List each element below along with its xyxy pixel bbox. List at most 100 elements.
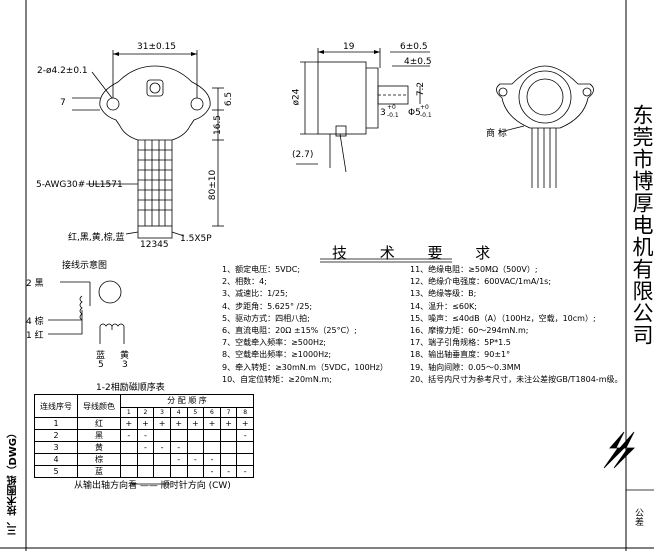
row-cell: + bbox=[153, 417, 171, 430]
row-cell bbox=[169, 429, 188, 442]
dim-dia24: ø24 bbox=[291, 88, 302, 106]
sequence-caption: 1-2相励磁顺序表 bbox=[96, 383, 165, 393]
row-cell bbox=[203, 441, 221, 454]
row-cell: + bbox=[120, 417, 138, 430]
dim-lead-length: 80±10 bbox=[208, 169, 219, 201]
table-header-distribution: 分 配 顺 序 bbox=[120, 394, 254, 408]
row-seq: 5 bbox=[34, 465, 78, 478]
dim-19: 19 bbox=[343, 42, 355, 52]
spec-item: 1、额定电压：5VDC; bbox=[222, 265, 301, 274]
wire-5-color: 蓝 bbox=[96, 351, 106, 361]
spec-item: 20、括号内尺寸为参考尺寸，未注公差按GB/T1804-m级。 bbox=[410, 374, 623, 384]
spec-item: 17、端子引角规格：5P*1.5 bbox=[410, 338, 511, 348]
dim-dia5-tol-top: +0 bbox=[420, 104, 429, 111]
dim-4: 4±0.5 bbox=[404, 57, 432, 67]
trademark-label: 商 标 bbox=[486, 129, 507, 139]
row-cell bbox=[219, 429, 238, 442]
spec-item: 3、减速比：1/25; bbox=[222, 289, 288, 299]
row-cell: - bbox=[169, 441, 188, 454]
row-cell: + bbox=[236, 417, 254, 430]
company-name: 东莞市博厚电机有限公司 bbox=[630, 104, 654, 346]
spec-item: 8、空载牵出频率：≥1000Hz; bbox=[222, 350, 332, 360]
table-step: 7 bbox=[219, 406, 238, 419]
row-cell: + bbox=[186, 417, 205, 430]
table-row: 3 黄 - - - bbox=[34, 441, 254, 454]
wire-1-label: 1 红 bbox=[26, 331, 44, 341]
table-row: 2 黑 - - - bbox=[34, 429, 254, 442]
dim-2-7: (2.7) bbox=[292, 150, 314, 160]
table-step: 8 bbox=[236, 406, 254, 419]
row-cell: - bbox=[169, 453, 188, 466]
dim-3: 3 bbox=[380, 108, 386, 118]
table-step: 2 bbox=[136, 406, 155, 419]
section-title: 三、技术图纸（DWG） bbox=[8, 428, 19, 536]
dim-holes: 2-ø4.2±0.1 bbox=[37, 66, 88, 76]
direction-note: 从输出轴方向看 —— 顺时针方向 (CW) bbox=[74, 481, 231, 491]
row-cell: - bbox=[236, 465, 254, 478]
spec-list-right: 11、绝缘电阻：≥50MΩ（500V）; 12、绝缘介电强度：600VAC/1m… bbox=[410, 264, 623, 386]
table-row: 4 棕 - - - bbox=[34, 453, 254, 466]
row-color: 棕 bbox=[77, 453, 121, 466]
row-cell: - bbox=[153, 441, 171, 454]
row-color: 红 bbox=[77, 417, 121, 430]
row-color: 黄 bbox=[77, 441, 121, 454]
spec-item: 2、相数：4; bbox=[222, 277, 267, 287]
row-cell: - bbox=[203, 465, 221, 478]
row-cell: + bbox=[219, 417, 238, 430]
row-color: 蓝 bbox=[77, 465, 121, 478]
table-header-seq: 连线序号 bbox=[34, 394, 78, 418]
spec-item: 10、自定位转矩：≥20mN.m; bbox=[222, 374, 332, 384]
row-cell bbox=[203, 429, 221, 442]
row-cell: - bbox=[219, 465, 238, 478]
dim-3-tol-top: +0 bbox=[387, 104, 396, 111]
table-step: 6 bbox=[203, 406, 221, 419]
dim-16-5: 16.5 bbox=[213, 114, 224, 136]
row-color: 黑 bbox=[77, 429, 121, 442]
row-cell bbox=[153, 429, 171, 442]
dim-6: 6±0.5 bbox=[400, 42, 428, 52]
wire-5-number: 5 bbox=[98, 360, 104, 370]
spec-item: 5、驱动方式：四相八拍; bbox=[222, 313, 310, 323]
spec-item: 11、绝缘电阻：≥50MΩ（500V）; bbox=[410, 265, 538, 274]
row-cell bbox=[186, 429, 205, 442]
row-cell: - bbox=[136, 429, 155, 442]
row-cell bbox=[136, 453, 155, 466]
spec-item: 7、空载牵入频率：≥500Hz; bbox=[222, 338, 326, 348]
spec-item: 15、噪声：≤40dB（A）（100Hz，空载，10cm）; bbox=[410, 313, 596, 323]
row-cell bbox=[186, 465, 205, 478]
row-cell: - bbox=[236, 429, 254, 442]
row-cell bbox=[153, 453, 171, 466]
row-cell bbox=[120, 441, 138, 454]
table-row: 5 蓝 - - - bbox=[34, 465, 254, 478]
spec-title: 技 术 要 求 bbox=[332, 244, 505, 262]
row-cell bbox=[120, 453, 138, 466]
wire-3-color: 黄 bbox=[120, 351, 130, 361]
spec-item: 12、绝缘介电强度：600VAC/1mA/1s; bbox=[410, 277, 552, 287]
pin-numbers: 12345 bbox=[140, 240, 169, 250]
row-seq: 2 bbox=[34, 429, 78, 442]
row-cell: - bbox=[186, 453, 205, 466]
spec-item: 16、摩擦力矩：60～294mN.m; bbox=[410, 326, 529, 336]
dim-dia5: Φ5 bbox=[408, 108, 421, 118]
dim-3-tol-bottom: -0.1 bbox=[387, 112, 399, 119]
dim-dia5-tol-bottom: -0.1 bbox=[420, 112, 432, 119]
spec-item: 13、绝缘等级：B; bbox=[410, 289, 477, 299]
row-seq: 1 bbox=[34, 417, 78, 430]
row-cell bbox=[219, 453, 238, 466]
row-cell bbox=[136, 465, 155, 478]
row-cell: - bbox=[203, 453, 221, 466]
wire-2-label: 2 黑 bbox=[26, 279, 44, 289]
wire-spec: 5-AWG30# UL1571 bbox=[36, 180, 123, 190]
wire-colors: 红,黑,黄,棕,蓝 bbox=[68, 233, 125, 243]
dim-6-5: 6.5 bbox=[224, 91, 235, 107]
row-cell: - bbox=[136, 441, 155, 454]
tolerance-label: 公差 bbox=[633, 508, 643, 526]
table-row: 1 红 + + + + + + + + bbox=[34, 417, 254, 430]
spec-item: 6、直流电阻：20Ω ±15%（25°C）; bbox=[222, 326, 357, 336]
spec-list-left: 1、额定电压：5VDC; 2、相数：4; 3、减速比：1/25; 4、步距角：5… bbox=[222, 264, 388, 386]
row-cell: + bbox=[136, 417, 155, 430]
spec-item: 19、轴向间隙：0.05～0.3MM bbox=[410, 362, 521, 372]
row-cell: + bbox=[203, 417, 221, 430]
dim-7: 7 bbox=[60, 98, 66, 108]
